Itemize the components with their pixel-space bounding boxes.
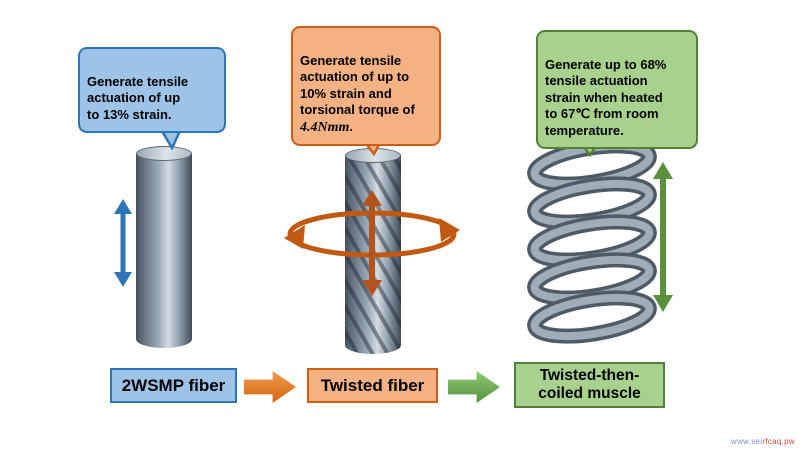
callout-2wsmp-text: Generate tensile actuation of up to 13% … [87,73,189,122]
watermark-part1: www.sei [730,437,763,446]
watermark: www.seirfcaq.pw [731,437,795,446]
fiber-body [136,153,192,348]
tensile-strain-arrow-icon [653,162,673,312]
tensile-strain-arrow-icon [362,190,382,296]
process-arrow-icon [244,371,296,403]
callout-2wsmp-fiber: Generate tensile actuation of up to 13% … [78,47,226,133]
label-coiled-muscle: Twisted-then- coiled muscle [514,362,665,408]
callout-twisted-text: Generate tensile actuation of up to 10% … [300,52,415,118]
label-coiled-muscle-text: Twisted-then- coiled muscle [538,367,641,402]
watermark-part2: rfcaq.pw [762,437,795,446]
label-twisted-fiber: Twisted fiber [307,368,438,403]
fiber-top-cap [136,146,192,161]
callout-coiled-text: Generate up to 68% tensile actuation str… [545,56,667,138]
label-twisted-fiber-text: Twisted fiber [320,375,425,395]
callout-coiled-muscle: Generate up to 68% tensile actuation str… [536,30,698,149]
label-2wsmp-fiber: 2WSMP fiber [110,368,237,403]
label-2wsmp-fiber-text: 2WSMP fiber [121,375,226,395]
callout-twisted-fiber: Generate tensile actuation of up to 10% … [291,26,441,146]
tensile-strain-arrow-icon [114,199,132,287]
callout-twisted-period: . [349,118,354,134]
coiled-muscle-graphic [527,140,657,344]
callout-twisted-math: 4.4Nmm [300,119,350,135]
smp-fiber-graphic [136,146,192,348]
process-arrow-icon [448,371,500,403]
